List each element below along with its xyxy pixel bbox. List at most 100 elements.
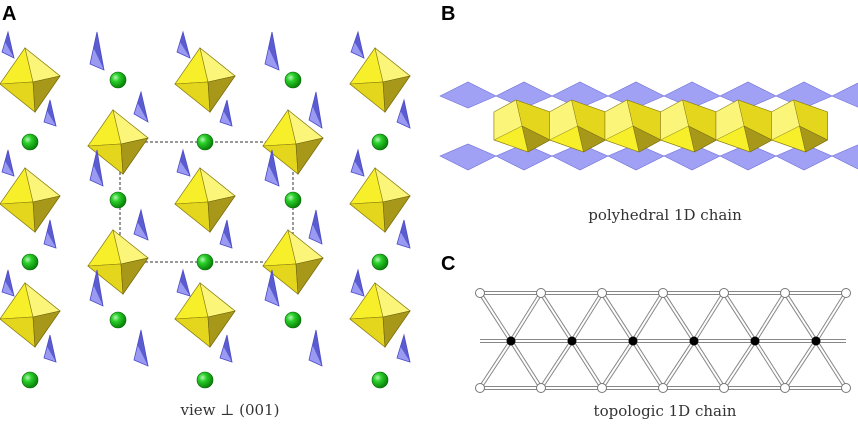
sphere-12	[21, 371, 39, 389]
edge-td-3	[661, 291, 696, 343]
tetrahedron-1	[89, 31, 105, 71]
tetrahedron-3	[264, 31, 280, 71]
panel-a: A view ⊥ (001)	[0, 3, 411, 419]
edge-bd-2	[600, 339, 635, 390]
octahedra-layer	[0, 47, 411, 348]
filled-node-2	[628, 336, 638, 346]
open-node-top-2	[597, 288, 607, 298]
tetrahedron-24	[350, 268, 365, 297]
tetrahedron-13	[176, 148, 191, 177]
chain-octahedron-4	[715, 99, 773, 153]
edge-bd-0	[478, 339, 513, 390]
octahedron-0-1	[0, 167, 61, 233]
panel-c-caption: topologic 1D chain	[594, 402, 737, 420]
sphere-4	[371, 133, 389, 151]
edge-td-4	[722, 291, 757, 343]
edge-bu-2	[631, 339, 665, 390]
tetrahedron-20	[89, 269, 104, 307]
octahedron-1-0	[174, 47, 236, 113]
tetrahedron-7	[43, 99, 57, 127]
tetrahedron-12	[1, 149, 15, 177]
tetrahedron-22	[1, 269, 15, 297]
panel-a-letter: A	[2, 3, 16, 25]
sphere-3	[196, 133, 214, 151]
octahedron-center-0-0	[87, 109, 149, 175]
polyhedral-chain	[439, 81, 858, 171]
open-node-bottom-0	[475, 383, 485, 393]
open-node-bottom-1	[536, 383, 546, 393]
panel-b-letter: B	[441, 3, 455, 25]
open-node-top-1	[536, 288, 546, 298]
tetrahedron-16	[308, 209, 323, 245]
open-node-top-4	[719, 288, 729, 298]
sphere-1	[284, 71, 302, 89]
tetrahedron-2	[176, 30, 191, 59]
tetrahedron-26	[308, 329, 323, 367]
edge-tu-1	[570, 291, 604, 343]
edge-td-5	[783, 291, 818, 343]
tetrahedron-0	[1, 30, 15, 59]
chain-octahedron-1	[549, 99, 607, 153]
filled-node-1	[567, 336, 577, 346]
chain-octahedron-5	[771, 99, 829, 153]
chain-octahedron-3	[660, 99, 718, 153]
tetrahedron-6	[308, 91, 323, 129]
octahedron-center-1-1	[262, 229, 324, 295]
open-node-top-3	[658, 288, 668, 298]
edge-bu-4	[753, 339, 787, 390]
edge-bu-1	[570, 339, 604, 390]
tetrahedron-23	[176, 268, 191, 297]
edge-tu-0	[509, 291, 543, 343]
open-node-bottom-5	[780, 383, 790, 393]
tetrahedron-19	[396, 219, 411, 249]
octahedron-2-0	[349, 47, 411, 113]
filled-node-3	[689, 336, 699, 346]
filled-node-0	[506, 336, 516, 346]
edge-td-2	[600, 291, 635, 343]
edge-bd-3	[661, 339, 696, 390]
edge-td-0	[478, 291, 513, 343]
octahedron-0-0	[0, 47, 61, 113]
sphere-7	[21, 253, 39, 271]
tetrahedron-5	[133, 90, 149, 123]
chain-octahedron-2	[604, 99, 662, 153]
tetrahedron-14	[350, 148, 365, 177]
tetrahedron-18	[219, 219, 233, 249]
tetrahedron-25	[133, 329, 149, 367]
open-node-bottom-2	[597, 383, 607, 393]
tetrahedron-8	[219, 99, 233, 127]
sphere-5	[109, 191, 127, 209]
panel-b: B polyhedral 1D chain	[439, 3, 858, 224]
tetrahedron-17	[43, 219, 57, 249]
tetrahedra-layer	[1, 30, 411, 367]
chain-tetra-bottom-7	[831, 144, 858, 170]
sphere-10	[109, 311, 127, 329]
panel-c-letter: C	[441, 253, 455, 275]
edge-bu-0	[509, 339, 543, 390]
sphere-11	[284, 311, 302, 329]
tetrahedron-28	[219, 334, 233, 363]
sphere-14	[371, 371, 389, 389]
open-node-bottom-3	[658, 383, 668, 393]
spheres-layer	[21, 71, 389, 389]
edge-bd-4	[722, 339, 757, 390]
octahedron-2-2	[349, 282, 411, 348]
sphere-9	[371, 253, 389, 271]
edge-tu-5	[814, 291, 848, 343]
edge-tu-2	[631, 291, 665, 343]
tetrahedron-27	[43, 334, 57, 363]
sphere-8	[196, 253, 214, 271]
octahedron-2-1	[349, 167, 411, 233]
tetrahedron-21	[264, 269, 280, 307]
open-node-bottom-6	[841, 383, 851, 393]
edge-bu-5	[814, 339, 848, 390]
open-node-bottom-4	[719, 383, 729, 393]
topologic-chain	[475, 288, 851, 393]
sphere-2	[21, 133, 39, 151]
tetrahedron-4	[350, 30, 365, 59]
edge-bd-5	[783, 339, 818, 390]
tetrahedron-15	[133, 208, 149, 241]
panel-b-caption: polyhedral 1D chain	[588, 206, 742, 224]
edge-td-1	[539, 291, 574, 343]
